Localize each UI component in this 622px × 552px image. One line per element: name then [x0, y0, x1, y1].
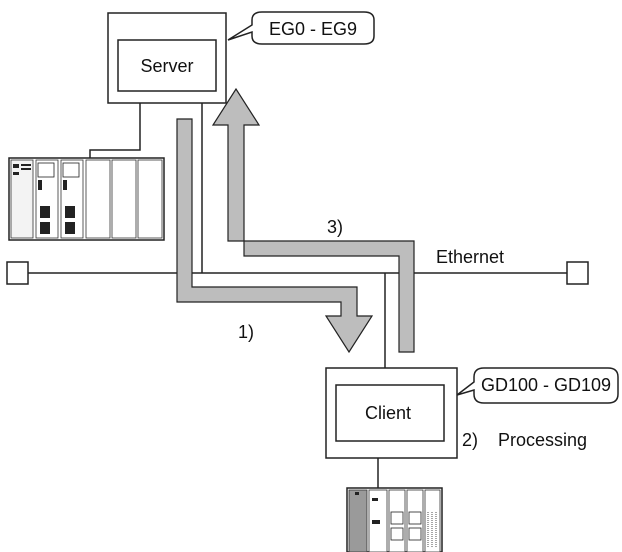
- terminator-left: [6, 261, 29, 285]
- arrow-response: [211, 87, 415, 353]
- server-callout: EG0 - EG9: [227, 11, 375, 45]
- ethernet-label: Ethernet: [436, 247, 504, 267]
- server-callout-text: EG0 - EG9: [269, 19, 357, 39]
- server-callout-bubble: [227, 11, 375, 45]
- client-callout: GD100 - GD109: [456, 367, 619, 404]
- step-3-label: 3): [327, 217, 343, 237]
- client-callout-bubble: [456, 367, 619, 404]
- server-label: Server: [140, 56, 193, 76]
- client-callout-text: GD100 - GD109: [481, 375, 611, 395]
- server-screen: [117, 39, 217, 92]
- terminator-right: [566, 261, 589, 285]
- arrow-request: [176, 118, 374, 354]
- client-plc: [346, 487, 443, 552]
- client-got: Client: [325, 367, 458, 459]
- client-screen: [335, 384, 445, 442]
- server-plc-link: [89, 103, 141, 165]
- server-got: Server: [107, 12, 227, 104]
- step-2-label: 2) Processing: [462, 430, 587, 450]
- client-label: Client: [365, 403, 411, 423]
- server-plc: [8, 157, 165, 241]
- step-1-label: 1): [238, 322, 254, 342]
